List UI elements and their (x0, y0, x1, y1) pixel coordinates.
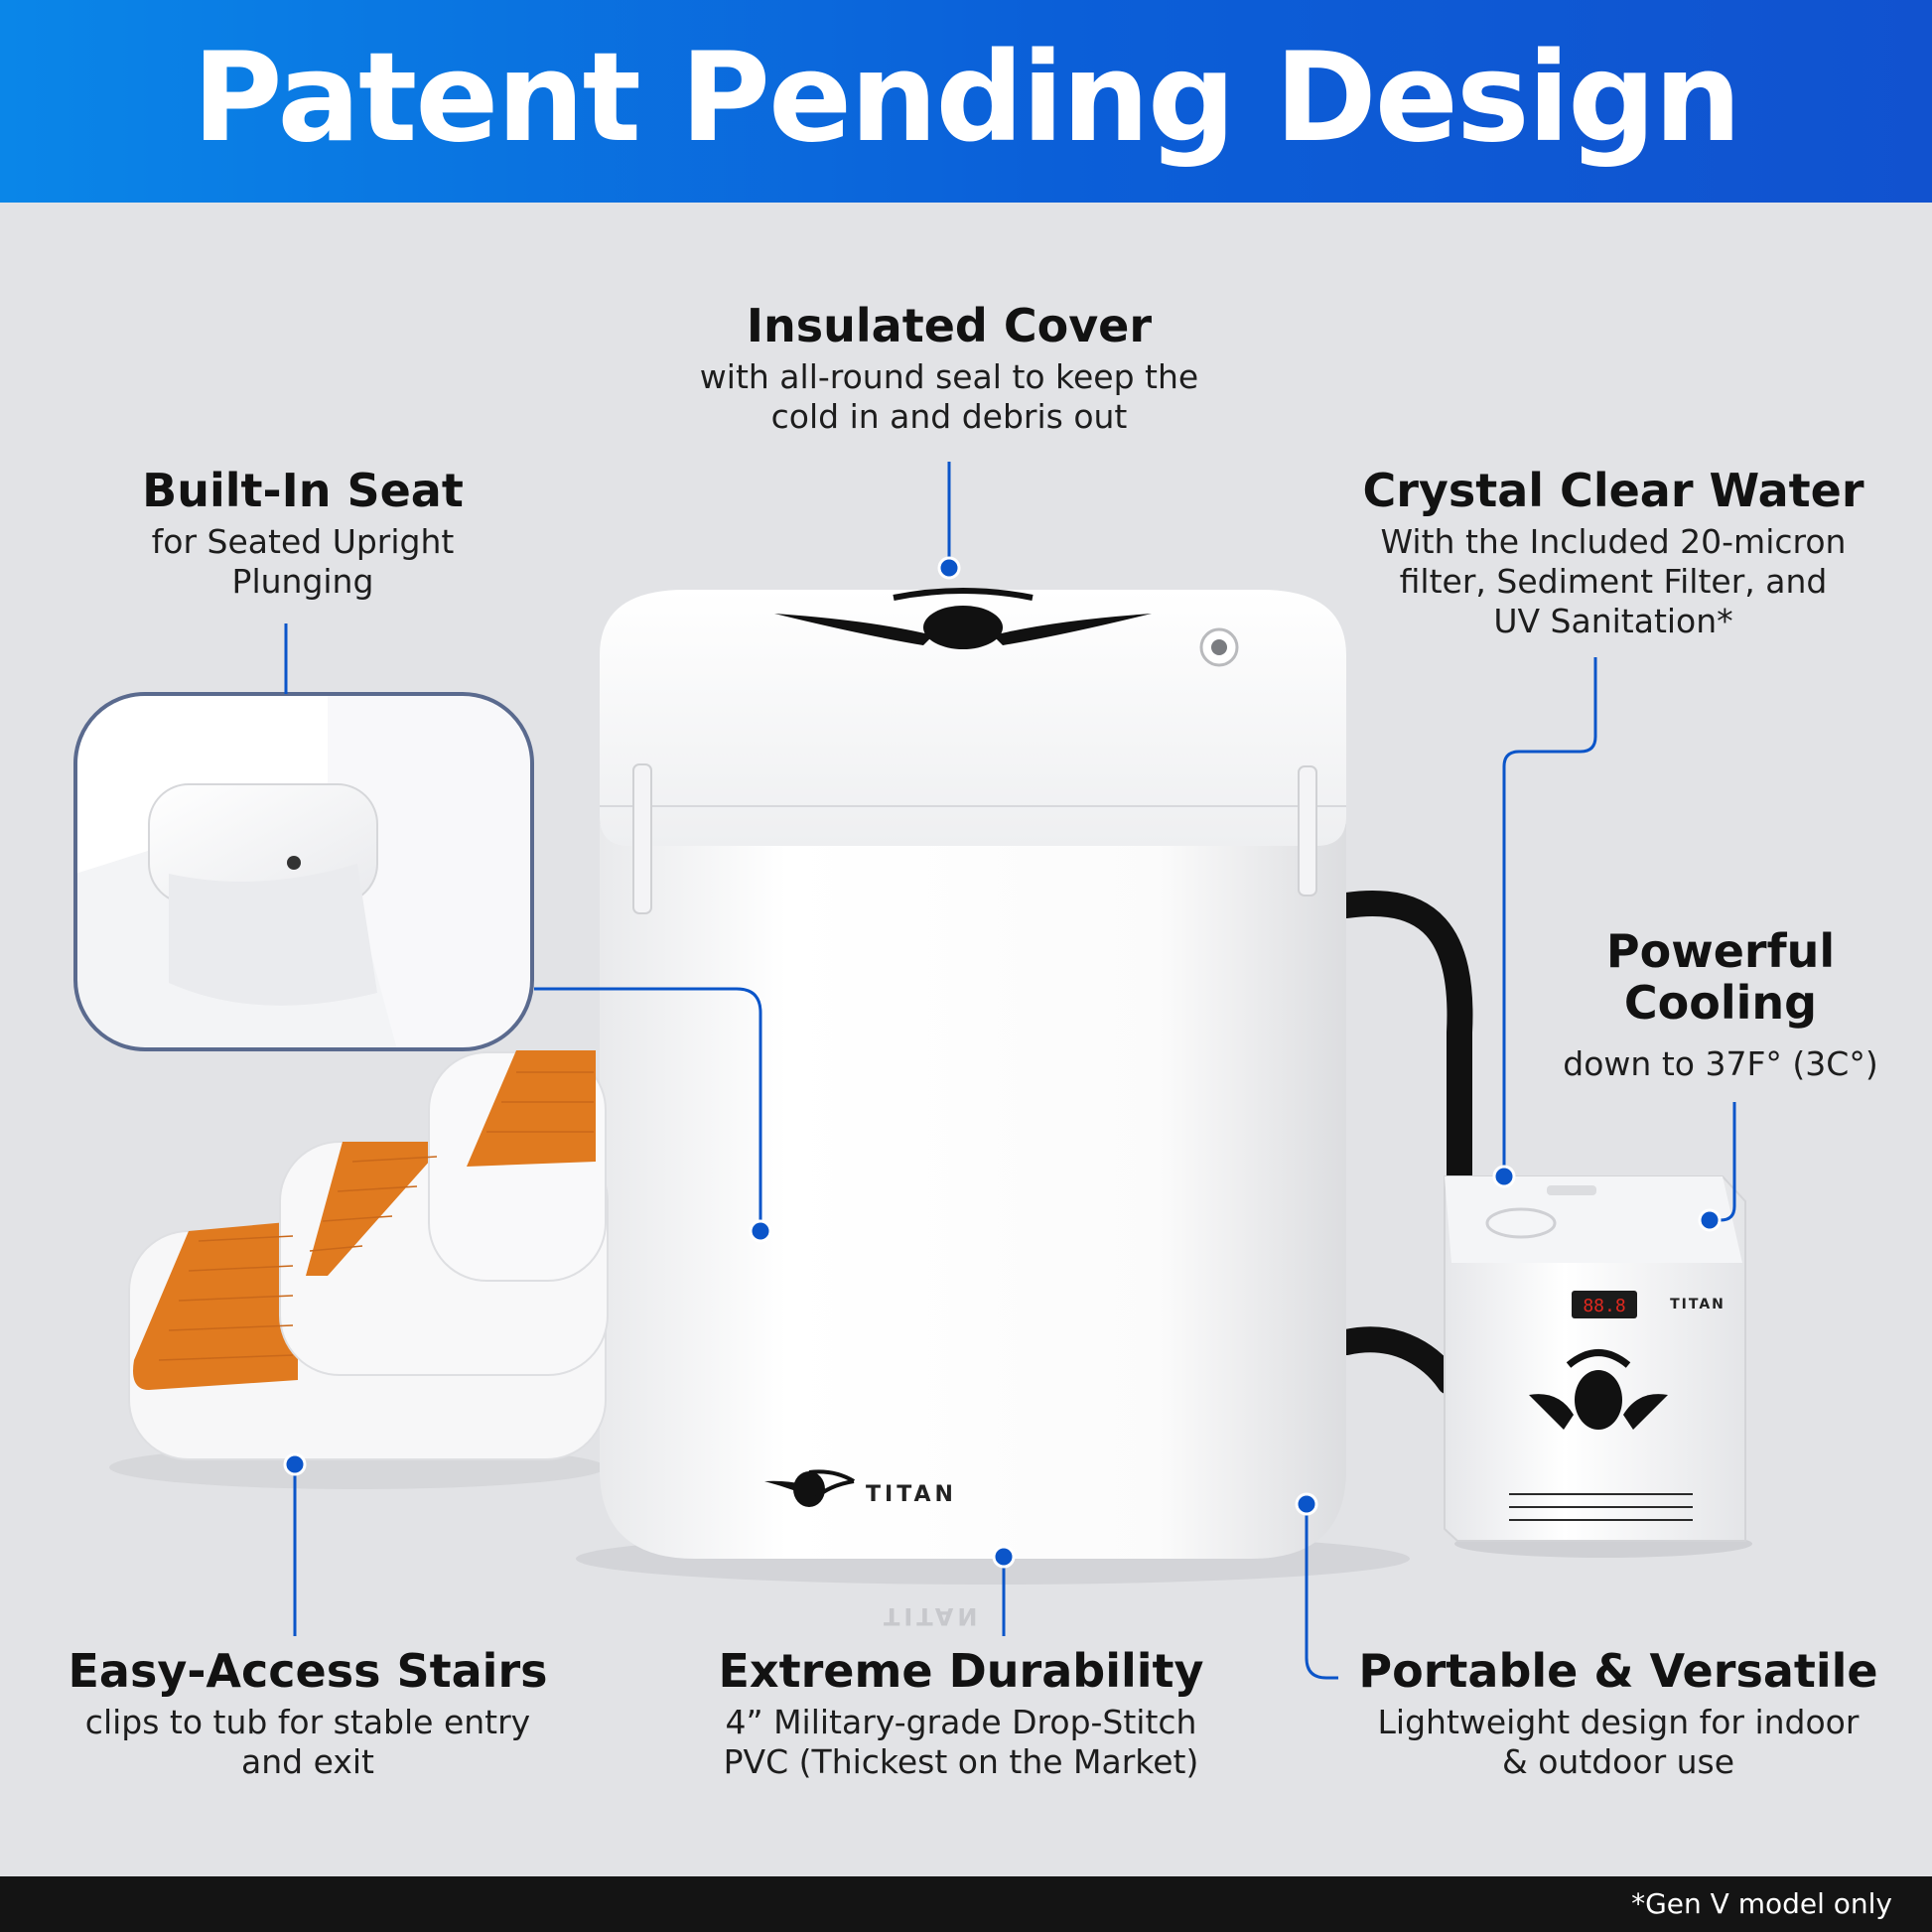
feature-description: down to 37F° (3C°) (1549, 1044, 1892, 1084)
spartan-logo-icon (774, 588, 1152, 649)
callout-connectors (284, 462, 1736, 1680)
feature-description-line: cold in and debris out (770, 397, 1128, 436)
feature-title-line: Powerful (1605, 924, 1836, 978)
tub-body (600, 824, 1346, 1559)
upper-hose (1333, 890, 1473, 1189)
feature-title-line: Cooling (1623, 976, 1818, 1030)
feature-description: for Seated Upright Plunging (94, 522, 511, 602)
feature-description-line: for Seated Upright (151, 522, 455, 561)
header-banner: Patent Pending Design (0, 0, 1932, 203)
chiller-spartan-logo-icon (1529, 1349, 1668, 1430)
feature-description-line: Lightweight design for indoor (1377, 1703, 1860, 1741)
feature-title: Extreme Durability (718, 1644, 1204, 1698)
feature-description-line: down to 37F° (3C°) (1563, 1044, 1878, 1083)
tub-brand-reflection: TITAN (884, 1602, 981, 1630)
feature-description-line: filter, Sediment Filter, and (1399, 562, 1828, 601)
footer-bar: *Gen V model only (0, 1876, 1932, 1932)
feature-description-line: PVC (Thickest on the Market) (723, 1742, 1199, 1781)
feature-powerful-cooling: Powerful Cooling down to 37F° (3C°) (1549, 923, 1892, 1084)
feature-title: Easy-Access Stairs (68, 1644, 548, 1698)
feature-built-in-seat: Built-In Seat for Seated Upright Plungin… (94, 463, 511, 602)
chiller-unit: 88.8 TITAN (1444, 1175, 1746, 1542)
tub-spartan-logo-icon (764, 1469, 856, 1507)
cover-clip-left (632, 763, 652, 914)
feature-title: Insulated Cover (746, 299, 1153, 352)
chiller-display-readout: 88.8 (1583, 1296, 1625, 1316)
easy-access-stairs (128, 1050, 609, 1460)
feature-description-line: With the Included 20-micron (1380, 522, 1847, 561)
cover-clip-right (1298, 765, 1317, 897)
seat-inset (73, 692, 534, 1051)
valve-core-icon (1211, 639, 1227, 655)
feature-description: Lightweight design for indoor & outdoor … (1340, 1703, 1896, 1782)
feature-description: with all-round seal to keep the cold in … (668, 357, 1230, 437)
feature-title: Built-In Seat (142, 464, 464, 517)
feature-description-line: & outdoor use (1501, 1742, 1735, 1781)
feature-title: Portable & Versatile (1358, 1644, 1878, 1698)
insulated-cover (600, 590, 1346, 846)
feature-description: With the Included 20-micron filter, Sedi… (1320, 522, 1906, 641)
feature-easy-access-stairs: Easy-Access Stairs clips to tub for stab… (40, 1643, 576, 1782)
callout-dots (283, 556, 1722, 1569)
chiller-brand-text: TITAN (1670, 1297, 1725, 1312)
feature-title: Crystal Clear Water (1362, 464, 1864, 517)
feature-description-line: UV Sanitation* (1493, 602, 1733, 640)
footer-note: *Gen V model only (1631, 1887, 1892, 1920)
tub-brand-text: TITAN (866, 1482, 957, 1507)
feature-portable-versatile: Portable & Versatile Lightweight design … (1340, 1643, 1896, 1782)
lower-hose (1333, 1326, 1462, 1395)
feature-extreme-durability: Extreme Durability 4” Military-grade Dro… (695, 1643, 1227, 1782)
feature-description-line: 4” Military-grade Drop-Stitch (725, 1703, 1197, 1741)
feature-description: clips to tub for stable entry and exit (40, 1703, 576, 1782)
feature-description-line: and exit (241, 1742, 374, 1781)
feature-description-line: clips to tub for stable entry (84, 1703, 531, 1741)
feature-description: 4” Military-grade Drop-Stitch PVC (Thick… (695, 1703, 1227, 1782)
feature-description-line: Plunging (231, 562, 374, 601)
page-title: Patent Pending Design (192, 27, 1741, 170)
feature-description-line: with all-round seal to keep the (699, 357, 1199, 396)
feature-insulated-cover: Insulated Cover with all-round seal to k… (668, 298, 1230, 437)
feature-crystal-clear-water: Crystal Clear Water With the Included 20… (1320, 463, 1906, 641)
